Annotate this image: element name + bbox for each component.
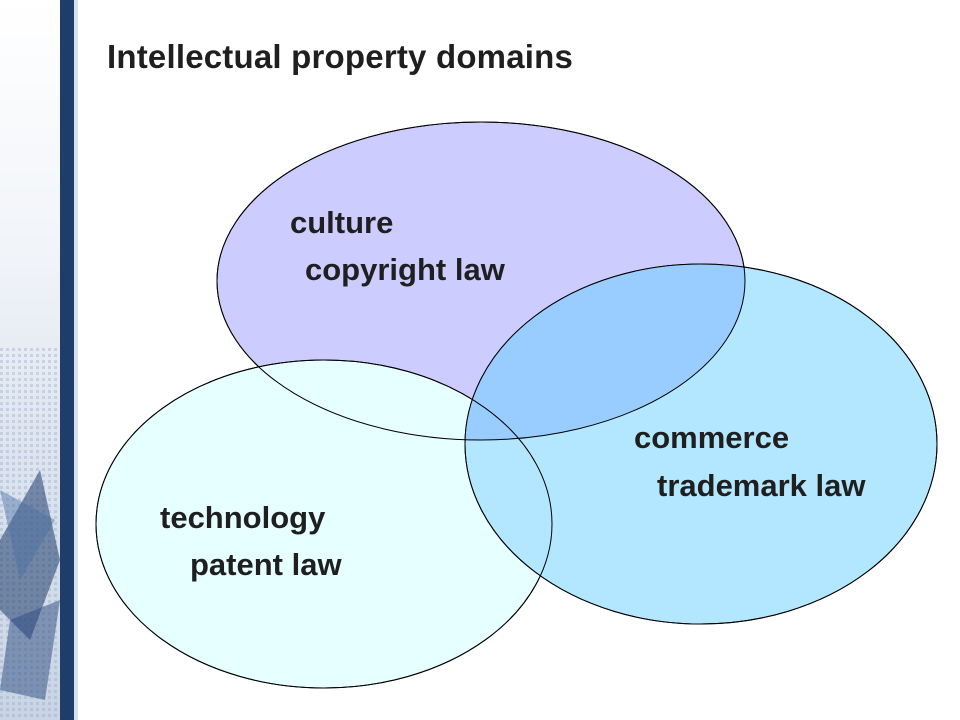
decorative-side-strip [0, 0, 78, 720]
trademark-law-label: trademark law [657, 468, 866, 503]
technology-label: technology [160, 500, 326, 535]
culture-circle-outline [216, 121, 746, 441]
commerce-circle-outline [464, 263, 938, 625]
patent-law-label: patent law [190, 547, 342, 582]
copyright-law-label: copyright law [305, 252, 505, 287]
commerce-label: commerce [634, 420, 790, 455]
page-title: Intellectual property domains [107, 38, 574, 75]
technology-circle-outline [95, 359, 553, 689]
culture-commerce-overlap [465, 264, 745, 440]
culture-label: culture [290, 205, 394, 240]
